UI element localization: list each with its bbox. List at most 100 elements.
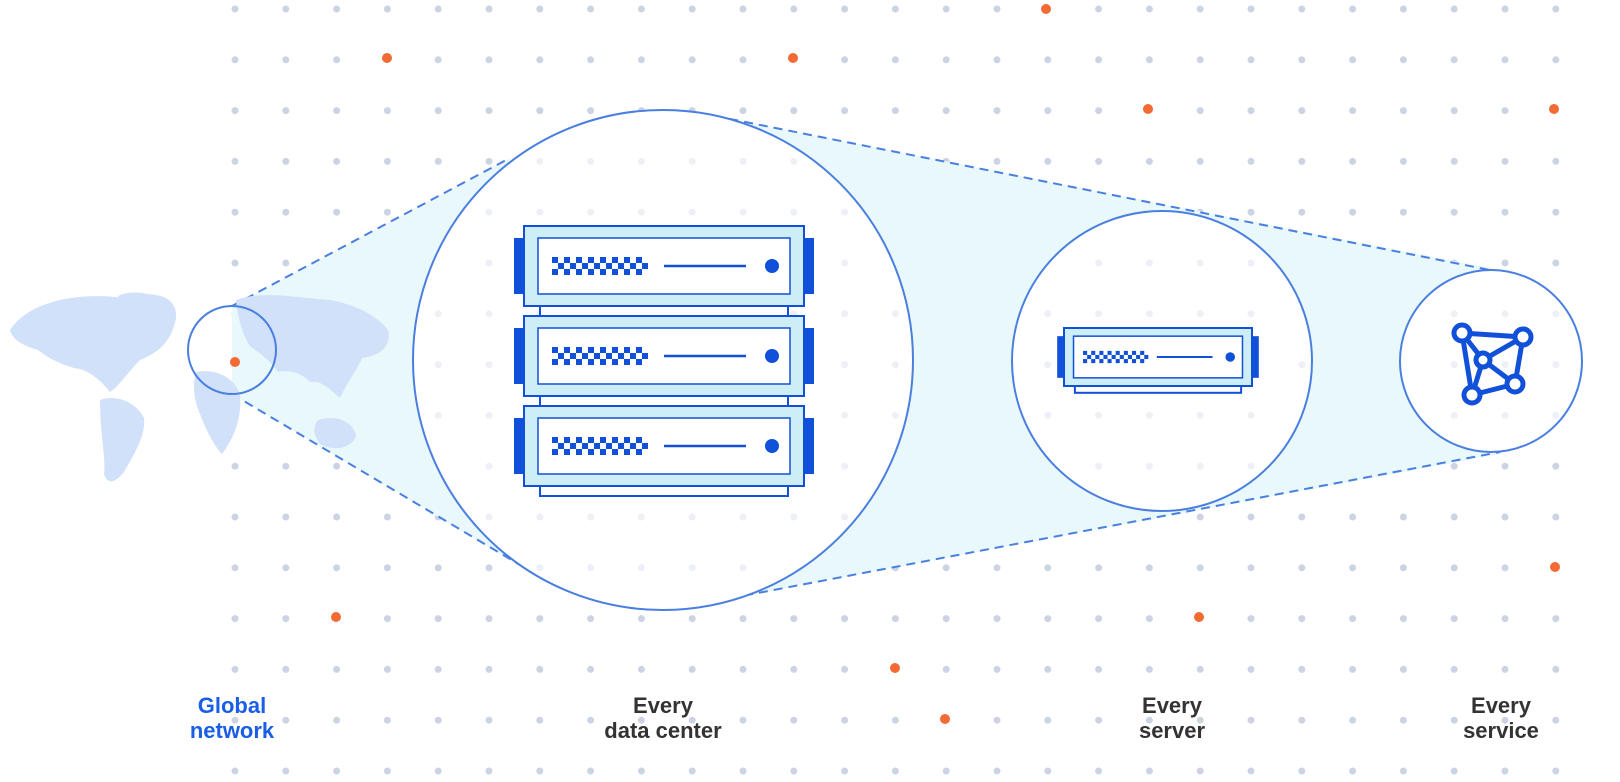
grid-dot	[1044, 56, 1052, 64]
grid-dot	[1095, 157, 1103, 165]
grid-dot	[688, 56, 696, 64]
grid-dot	[1095, 564, 1103, 572]
grid-dot	[383, 208, 391, 216]
grid-dot	[1247, 767, 1255, 775]
grid-dot-faint	[841, 462, 849, 470]
grid-dot	[1247, 564, 1255, 572]
grid-dot	[231, 56, 239, 64]
grid-dot	[282, 564, 290, 572]
grid-dot	[993, 56, 1001, 64]
grid-dot-faint	[1247, 259, 1255, 267]
grid-dot-faint	[1552, 361, 1560, 369]
grid-dot	[1399, 665, 1407, 673]
grid-dot-faint	[637, 564, 645, 572]
grid-dot	[434, 767, 442, 775]
grid-dot	[1501, 208, 1509, 216]
grid-dot	[536, 5, 544, 13]
grid-dot-faint	[891, 361, 899, 369]
grid-dot	[1247, 5, 1255, 13]
service-label: Every service	[1463, 693, 1539, 743]
grid-dot	[1298, 767, 1306, 775]
grid-dot	[1349, 513, 1357, 521]
grid-dot	[231, 259, 239, 267]
grid-dot	[1145, 665, 1153, 673]
grid-dot	[282, 107, 290, 115]
grid-dot	[434, 716, 442, 724]
grid-dot	[1450, 615, 1458, 623]
grid-dot	[1552, 615, 1560, 623]
grid-dot	[790, 716, 798, 724]
grid-dot	[1196, 767, 1204, 775]
grid-dot-faint	[739, 513, 747, 521]
grid-dot-faint	[434, 361, 442, 369]
grid-dot	[1044, 767, 1052, 775]
funnel-edge-top-2	[699, 112, 1501, 273]
grid-dot	[1552, 259, 1560, 267]
grid-dot	[841, 615, 849, 623]
grid-dot	[1399, 615, 1407, 623]
grid-dot-faint	[587, 564, 595, 572]
grid-dot	[485, 767, 493, 775]
grid-dot	[1247, 208, 1255, 216]
grid-dot	[282, 56, 290, 64]
grid-dot	[891, 615, 899, 623]
global-network-label: Global network	[189, 693, 275, 743]
grid-dot	[434, 615, 442, 623]
grid-dot	[383, 564, 391, 572]
grid-dot	[993, 107, 1001, 115]
grid-dot-faint	[434, 310, 442, 318]
grid-dot-highlight	[1041, 4, 1051, 14]
grid-dot	[231, 615, 239, 623]
grid-dot	[231, 564, 239, 572]
grid-dot-faint	[1247, 462, 1255, 470]
location-marker	[230, 357, 240, 367]
grid-dot	[891, 767, 899, 775]
grid-dot	[942, 767, 950, 775]
grid-dot	[536, 767, 544, 775]
grid-dot	[1501, 615, 1509, 623]
grid-dot	[1247, 56, 1255, 64]
grid-dot-faint	[485, 310, 493, 318]
grid-dot	[383, 665, 391, 673]
grid-dot	[333, 56, 341, 64]
grid-dot	[1145, 767, 1153, 775]
grid-dot	[333, 665, 341, 673]
grid-dot	[1399, 56, 1407, 64]
grid-dot	[942, 564, 950, 572]
grid-dot	[637, 716, 645, 724]
grid-dot	[587, 5, 595, 13]
grid-dot	[891, 107, 899, 115]
grid-dot	[536, 665, 544, 673]
grid-dot	[1044, 665, 1052, 673]
grid-dot-faint	[1196, 462, 1204, 470]
grid-dot	[1349, 157, 1357, 165]
grid-dot	[1196, 107, 1204, 115]
grid-dot	[1349, 5, 1357, 13]
grid-dot	[1196, 665, 1204, 673]
grid-dot-faint	[587, 157, 595, 165]
grid-dot	[1399, 564, 1407, 572]
grid-dot	[637, 767, 645, 775]
grid-dot-highlight	[940, 714, 950, 724]
grid-dot-faint	[1196, 259, 1204, 267]
grid-dot	[231, 716, 239, 724]
grid-dot-faint	[1145, 411, 1153, 419]
grid-dot	[1552, 513, 1560, 521]
grid-dot	[1552, 767, 1560, 775]
grid-dot	[891, 5, 899, 13]
grid-dot	[1044, 615, 1052, 623]
grid-dot	[383, 5, 391, 13]
funnel-edge-bottom-1	[231, 393, 521, 566]
grid-dot	[637, 5, 645, 13]
grid-dot	[536, 716, 544, 724]
server-label: Every server	[1138, 693, 1206, 743]
grid-dot-faint	[1145, 310, 1153, 318]
grid-dot	[1196, 5, 1204, 13]
grid-dot	[1501, 56, 1509, 64]
grid-dot	[1196, 513, 1204, 521]
grid-dot-faint	[1298, 361, 1306, 369]
grid-dot-faint	[688, 513, 696, 521]
grid-dot	[1552, 716, 1560, 724]
grid-dot	[688, 716, 696, 724]
